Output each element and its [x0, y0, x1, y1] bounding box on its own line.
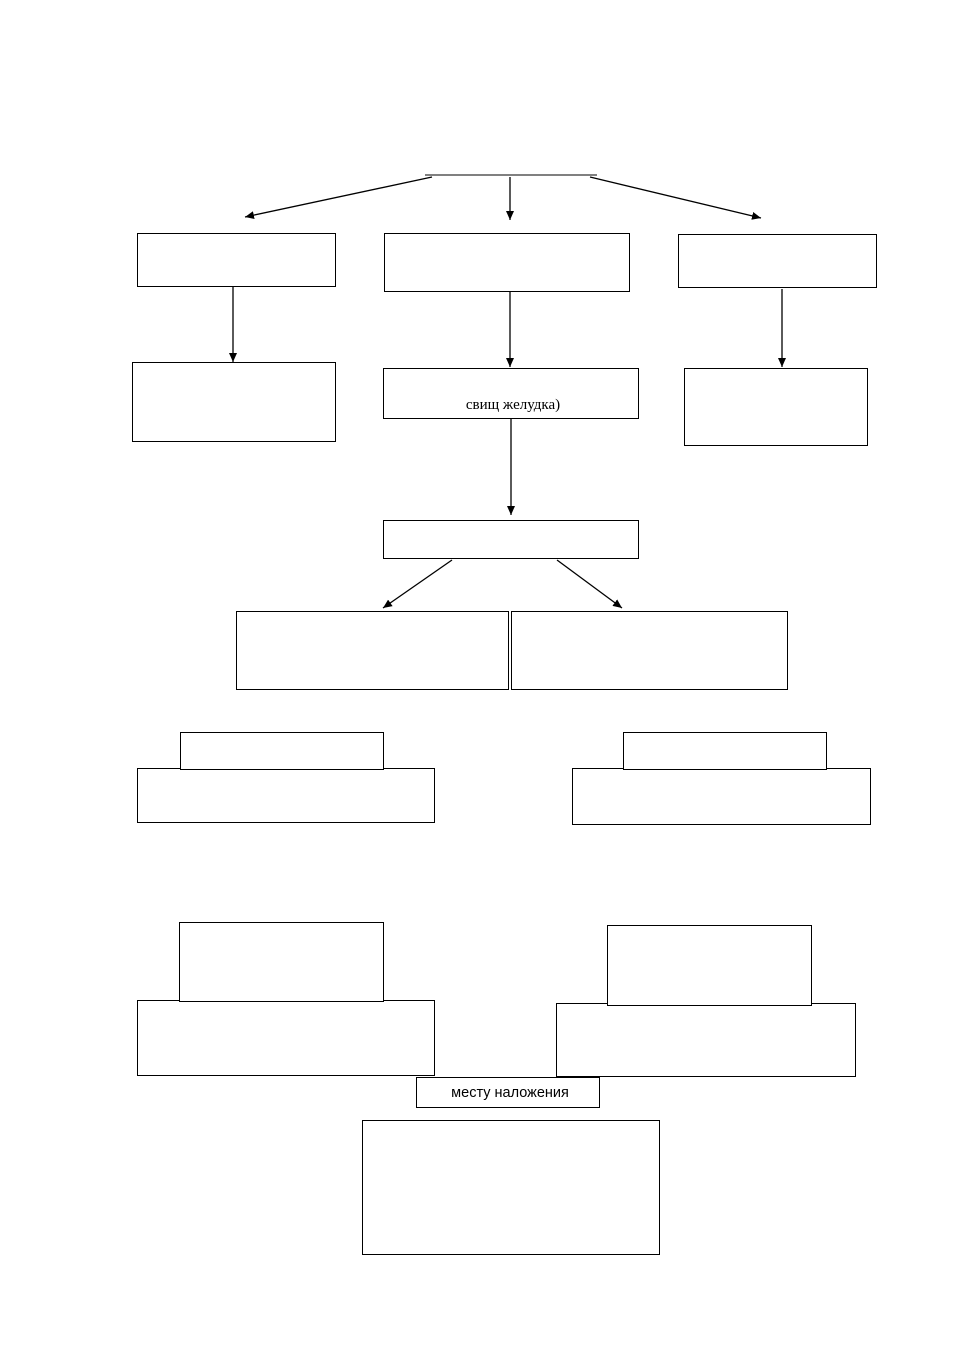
arrow-split-right [556, 559, 623, 609]
box-level4-right [511, 611, 788, 690]
box-level1-right [678, 234, 877, 288]
box-level5-left-top [180, 732, 384, 770]
box-level2-left [132, 362, 336, 442]
box-place: месту наложения [416, 1077, 600, 1108]
box-place-label: месту наложения [451, 1085, 569, 1101]
arrow-root-left [244, 176, 433, 220]
box-level5-right-bottom [572, 768, 871, 825]
box-level3 [383, 520, 639, 559]
box-level2-right [684, 368, 868, 446]
box-level6-right-top [607, 925, 812, 1006]
box-level6-left-top [179, 922, 384, 1002]
box-level6-left-bottom [137, 1000, 435, 1076]
arrow-root-right [589, 176, 762, 220]
box-level5-right-top [623, 732, 827, 770]
box-level4-left [236, 611, 509, 690]
box-fistula-label: свищ желудка) [465, 397, 561, 413]
box-level1-center [384, 233, 630, 292]
box-level2-center: свищ желудка) [383, 368, 639, 419]
box-level1-left [137, 233, 336, 287]
box-level5-left-bottom [137, 768, 435, 823]
arrow-split-left [382, 559, 453, 609]
box-level6-right-bottom [556, 1003, 856, 1077]
box-bottom [362, 1120, 660, 1255]
